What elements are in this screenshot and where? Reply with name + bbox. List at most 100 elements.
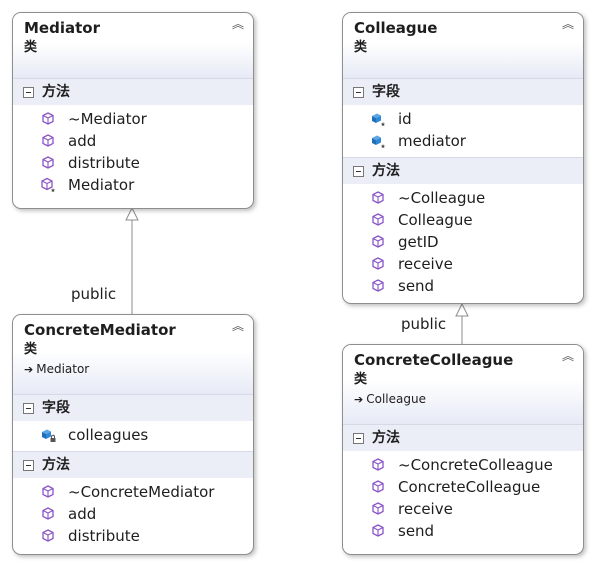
fields-section-header[interactable]: 字段 [13, 394, 253, 421]
fields-list: colleagues [13, 421, 253, 451]
methods-section-title: 方法 [372, 163, 400, 179]
methods-section-title: 方法 [42, 84, 70, 100]
member-row[interactable]: add [13, 130, 253, 152]
member-row[interactable]: receive [343, 253, 583, 275]
collapse-chevron-icon[interactable]: ︽ [561, 349, 574, 363]
method-cube-icon [370, 501, 386, 517]
member-row[interactable]: Mediator [13, 174, 253, 196]
member-row[interactable]: ~ConcreteMediator [13, 481, 253, 503]
fields-section-title: 字段 [42, 400, 70, 416]
class-header: Mediator 类 ︽ [13, 13, 253, 78]
inherits-arrow-icon: ➔ [24, 363, 34, 376]
class-header: ConcreteMediator 类 ➔Mediator ︽ [13, 315, 253, 394]
member-name: ConcreteColleague [398, 478, 541, 496]
member-row[interactable]: ~Colleague [343, 187, 583, 209]
member-row[interactable]: mediator [343, 130, 583, 152]
minus-toggle-icon[interactable] [353, 432, 364, 444]
collapse-chevron-icon[interactable]: ︽ [231, 17, 244, 31]
member-name: getID [398, 233, 439, 251]
member-row[interactable]: receive [343, 498, 583, 520]
methods-list: ~ConcreteMediator add distribute [13, 478, 253, 552]
minus-toggle-icon[interactable] [23, 86, 34, 98]
member-name: add [68, 505, 97, 523]
class-stereotype: 类 [24, 342, 38, 357]
member-name: add [68, 132, 97, 150]
methods-section-title: 方法 [372, 430, 400, 446]
methods-section-header[interactable]: 方法 [13, 78, 253, 105]
class-name: ConcreteMediator [24, 321, 176, 339]
member-name: Colleague [398, 211, 473, 229]
member-name: send [398, 522, 435, 540]
member-name: ~Mediator [68, 110, 147, 128]
minus-toggle-icon[interactable] [23, 459, 34, 471]
mediator-inheritance-label: public [71, 285, 117, 303]
member-name: distribute [68, 527, 140, 545]
member-name: colleagues [68, 426, 149, 444]
class-stereotype: 类 [24, 40, 38, 55]
method-cube-icon [370, 479, 386, 495]
member-row[interactable]: distribute [13, 152, 253, 174]
private-field-icon [40, 427, 56, 443]
collapse-chevron-icon[interactable]: ︽ [231, 319, 244, 333]
class-name: Mediator [24, 19, 100, 37]
base-class: ➔Colleague [354, 391, 573, 408]
fields-section-header[interactable]: 字段 [343, 78, 583, 105]
method-cube-icon [370, 278, 386, 294]
member-row[interactable]: send [343, 520, 583, 542]
inherits-arrow-icon: ➔ [354, 393, 364, 406]
member-name: ~Colleague [398, 189, 486, 207]
base-class-name: Colleague [366, 392, 426, 406]
member-row[interactable]: send [343, 275, 583, 297]
member-row[interactable]: id [343, 108, 583, 130]
class-name: Colleague [354, 19, 438, 37]
method-cube-icon [40, 528, 56, 544]
method-cube-icon [370, 190, 386, 206]
method-cube-icon [40, 506, 56, 522]
member-name: id [398, 110, 412, 128]
collapse-chevron-icon[interactable]: ︽ [561, 17, 574, 31]
base-class: ➔Mediator [24, 361, 243, 378]
member-row[interactable]: add [13, 503, 253, 525]
class-box-colleague[interactable]: Colleague 类 ︽ 字段 id mediator 方法 ~Colleagu… [342, 12, 584, 304]
class-header: Colleague 类 ︽ [343, 13, 583, 78]
minus-toggle-icon[interactable] [353, 165, 364, 177]
member-row[interactable]: ~ConcreteColleague [343, 454, 583, 476]
class-box-concrete-colleague[interactable]: ConcreteColleague 类 ➔Colleague ︽ 方法 ~Con… [342, 344, 584, 555]
member-row[interactable]: distribute [13, 525, 253, 547]
method-cube-icon [40, 133, 56, 149]
member-row[interactable]: ConcreteColleague [343, 476, 583, 498]
class-stereotype: 类 [354, 40, 368, 55]
member-name: receive [398, 255, 453, 273]
minus-toggle-icon[interactable] [23, 402, 34, 414]
method-cube-icon [370, 212, 386, 228]
member-row[interactable]: colleagues [13, 424, 253, 446]
member-row[interactable]: getID [343, 231, 583, 253]
member-name: distribute [68, 154, 140, 172]
member-row[interactable]: Colleague [343, 209, 583, 231]
class-box-concrete-mediator[interactable]: ConcreteMediator 类 ➔Mediator ︽ 字段 collea… [12, 314, 254, 555]
member-name: send [398, 277, 435, 295]
member-name: mediator [398, 132, 466, 150]
member-row[interactable]: ~Mediator [13, 108, 253, 130]
base-class-name: Mediator [36, 362, 90, 376]
method-cube-icon [370, 256, 386, 272]
fields-section-title: 字段 [372, 84, 400, 100]
method-cube-icon [40, 155, 56, 171]
methods-section-header[interactable]: 方法 [13, 451, 253, 478]
member-name: Mediator [68, 176, 135, 194]
fields-list: id mediator [343, 105, 583, 157]
minus-toggle-icon[interactable] [353, 86, 364, 98]
method-cube-icon [40, 111, 56, 127]
methods-section-header[interactable]: 方法 [343, 424, 583, 451]
methods-section-title: 方法 [42, 457, 70, 473]
methods-section-header[interactable]: 方法 [343, 157, 583, 184]
colleague-inheritance-label: public [401, 315, 447, 333]
class-header: ConcreteColleague 类 ➔Colleague ︽ [343, 345, 583, 424]
protected-field-icon [370, 133, 386, 149]
member-name: ~ConcreteMediator [68, 483, 215, 501]
